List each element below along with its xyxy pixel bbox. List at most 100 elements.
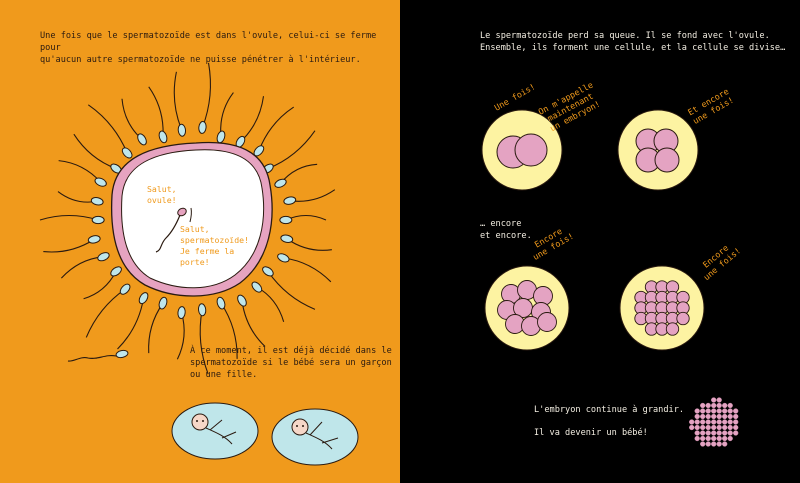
egg-illustration (39, 62, 359, 466)
sperm (216, 296, 238, 359)
sperm (235, 96, 265, 148)
morula-cell (727, 424, 733, 431)
bubble-sperm: Salut, spermatozoïde! Je ferme la porte! (180, 224, 250, 267)
morula-cell (694, 424, 700, 431)
bubble-ovule: Salut, ovule! (147, 184, 177, 205)
stray-sperm (67, 349, 129, 362)
morula-cell (694, 419, 700, 425)
morula-cell (716, 441, 722, 447)
cell-blob (665, 322, 680, 336)
sperm (274, 163, 318, 188)
morula-cell (722, 424, 728, 431)
morula-cell (727, 435, 733, 442)
sperm (251, 281, 285, 322)
morula-cell (700, 424, 706, 431)
morula-cell (722, 402, 728, 409)
morula-cell (700, 430, 706, 436)
morula-cell (705, 430, 711, 436)
sperm (173, 71, 187, 137)
morula-cell (716, 435, 722, 442)
morula-cell (711, 402, 717, 409)
morula-cell (727, 419, 733, 425)
cell-blob (537, 312, 557, 332)
sperm (57, 191, 104, 206)
morula-cell (711, 441, 717, 447)
morula-cell (700, 441, 706, 447)
sperm (262, 266, 316, 310)
baby-text: Il va devenir un bébé! (534, 428, 648, 438)
sperm (87, 104, 133, 159)
morula-cell (711, 435, 717, 442)
morula-cell (733, 413, 739, 420)
morula-cell (711, 424, 717, 431)
right-intro-text: Le spermatozoïde perd sa queue. Il se fo… (480, 31, 786, 53)
morula-cell (722, 430, 728, 436)
morula-cell (700, 408, 706, 414)
sperm (60, 252, 110, 279)
morula-cell (733, 430, 739, 436)
morula-cell (700, 413, 706, 420)
baby-boy-illustration (171, 402, 259, 460)
sperm (83, 266, 122, 300)
sperm (58, 160, 107, 187)
morula-cell (716, 430, 722, 436)
morula-cell (705, 441, 711, 447)
cell-blob (676, 311, 690, 326)
morula-cell (716, 413, 722, 420)
morula-cell (727, 402, 733, 409)
morula-cell (711, 397, 717, 403)
morula-cell (705, 402, 711, 409)
left-intro-text: Une fois que le spermatozoïde est dans l… (40, 31, 377, 65)
baby-girl-illustration (271, 408, 359, 466)
sperm (148, 86, 168, 144)
morula-cell (705, 408, 711, 414)
morula-cell (722, 435, 728, 442)
cell-16 (619, 265, 705, 351)
cell-division-illustration (481, 109, 739, 447)
morula-cell (716, 408, 722, 414)
morula-cell (689, 424, 695, 431)
sperm (43, 235, 101, 253)
morula-cell (727, 408, 733, 414)
sperm (197, 303, 209, 375)
sperm (176, 306, 186, 360)
morula-cell (705, 413, 711, 420)
morula-cell (705, 424, 711, 431)
morula-cell (727, 413, 733, 420)
morula-cell (700, 419, 706, 425)
morula-cell (733, 408, 739, 414)
sperm (85, 283, 131, 338)
morula-cell (727, 430, 733, 436)
morula-cell (716, 424, 722, 431)
sperm (73, 133, 122, 174)
morula-cell (716, 397, 722, 403)
morula-cell (700, 435, 706, 442)
inner-sperm (155, 207, 192, 253)
sperm (262, 130, 316, 174)
egg-inner (121, 149, 265, 289)
left-page: Une fois que le spermatozoïde est dans l… (0, 0, 400, 483)
morula-cell (711, 413, 717, 420)
sperm (148, 296, 168, 354)
morula-cell (716, 419, 722, 425)
morula (689, 397, 739, 447)
sperm (279, 214, 327, 225)
morula-cell (689, 419, 695, 425)
grow-text: L'embryon continue à grandir. (534, 405, 685, 415)
morula-cell (733, 419, 739, 425)
morula-cell (694, 408, 700, 414)
morula-cell (711, 430, 717, 436)
morula-cell (722, 408, 728, 414)
encore-text: … encore et encore. (480, 219, 532, 241)
morula-cell (705, 435, 711, 442)
morula-cell (694, 435, 700, 442)
morula-cell (722, 441, 728, 447)
moment-text: À ce moment, il est déjà décidé dans le … (190, 346, 392, 380)
sperm (277, 253, 332, 283)
sperm (280, 234, 332, 251)
morula-cell (694, 413, 700, 420)
sperm (39, 214, 105, 225)
morula-cell (705, 419, 711, 425)
sperm (198, 62, 212, 134)
morula-cell (722, 413, 728, 420)
